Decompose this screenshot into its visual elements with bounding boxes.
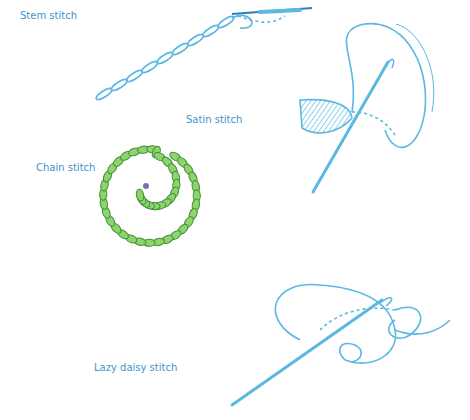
- chain-knot: [143, 183, 149, 189]
- stem-stitch-loop: [110, 78, 128, 93]
- lazy-daisy-figure: [232, 285, 450, 405]
- stem-stitch-loop: [202, 24, 220, 39]
- stem-stitch-loop: [125, 69, 143, 84]
- stitch-name: Chain stitch: [36, 162, 95, 174]
- stem-stitch-loop: [171, 42, 189, 57]
- chain-stitch-figure: [99, 145, 200, 247]
- stem-stitch-loop: [186, 33, 204, 48]
- stem-stitch-loop: [156, 51, 174, 66]
- stitch-name: Stem stitch: [20, 10, 77, 22]
- satin-stitch-figure: [300, 24, 434, 192]
- stitch-name: Lazy daisy stitch: [94, 362, 177, 374]
- stitch-name: Satin stitch: [186, 114, 242, 126]
- stem-stitch-loop: [141, 60, 159, 75]
- stem-stitch-figure: [95, 8, 312, 101]
- stem-stitch-loop: [95, 87, 113, 102]
- chain-stitch-loop: [135, 189, 144, 202]
- stem-stitch-loop: [217, 15, 235, 30]
